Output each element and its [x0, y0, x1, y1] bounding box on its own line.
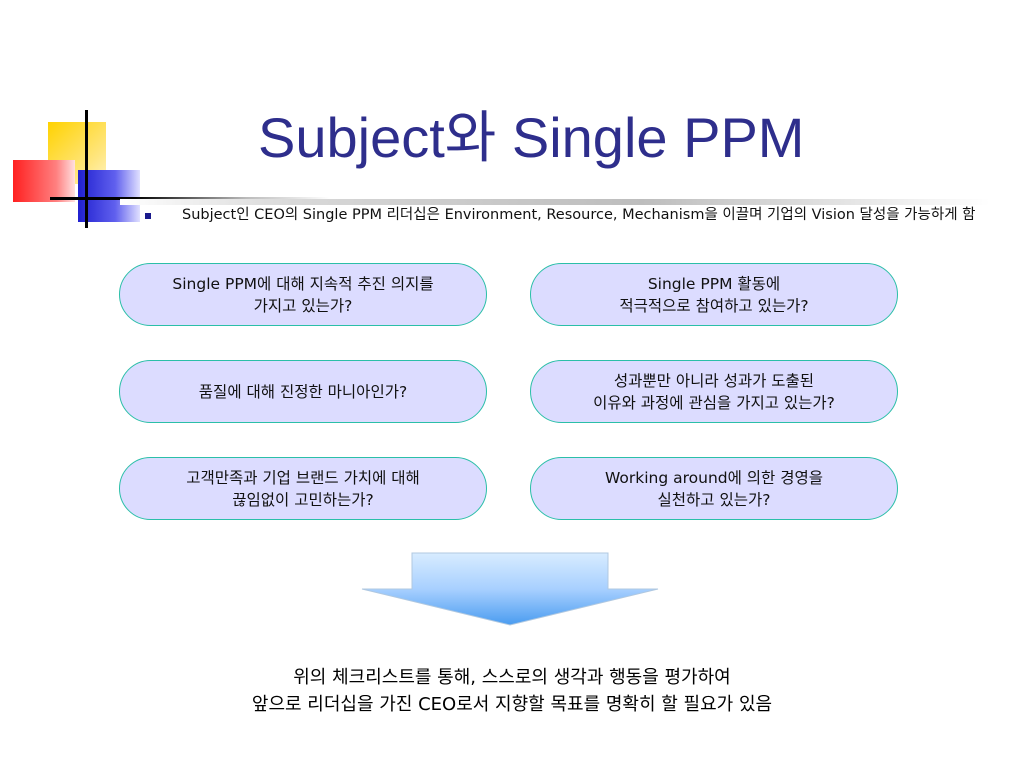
checklist-line: 실천하고 있는가? [657, 490, 771, 509]
bullet-marker-icon [145, 213, 151, 219]
checklist-line: 성과뿐만 아니라 성과가 도출된 [613, 371, 815, 390]
decor-horizontal-line [50, 197, 330, 200]
slide-title: Subject와 Single PPM [258, 106, 805, 169]
checklist-line: Single PPM에 대해 지속적 추진 의지를 [172, 274, 434, 293]
down-arrow-icon [361, 552, 659, 626]
conclusion-text: 위의 체크리스트를 통해, 스스로의 생각과 행동을 평가하여 앞으로 리더십을… [100, 664, 924, 718]
checklist-line: Working around에 의한 경영을 [604, 468, 824, 487]
decor-blue-square [78, 170, 140, 222]
checklist-line: Single PPM 활동에 [647, 274, 781, 293]
checklist-line: 가지고 있는가? [253, 296, 353, 315]
checklist-line: 적극적으로 참여하고 있는가? [619, 296, 809, 315]
decor-red-square [13, 160, 75, 202]
checklist-item-3: 품질에 대해 진정한 마니아인가? [119, 360, 487, 423]
bullet-text: Subject인 CEO의 Single PPM 리더십은 Environmen… [182, 207, 976, 223]
checklist-line: 품질에 대해 진정한 마니아인가? [198, 382, 408, 401]
checklist-line: 고객만족과 기업 브랜드 가치에 대해 [186, 468, 420, 487]
conclusion-line-2: 앞으로 리더십을 가진 CEO로서 지향할 목표를 명확히 할 필요가 있음 [251, 694, 773, 715]
checklist-line: 끊임없이 고민하는가? [232, 490, 374, 509]
conclusion-line-1: 위의 체크리스트를 통해, 스스로의 생각과 행동을 평가하여 [293, 667, 731, 688]
title-underline [120, 199, 990, 205]
checklist-line: 이유와 과정에 관심을 가지고 있는가? [593, 393, 835, 412]
decor-vertical-line [85, 110, 88, 228]
